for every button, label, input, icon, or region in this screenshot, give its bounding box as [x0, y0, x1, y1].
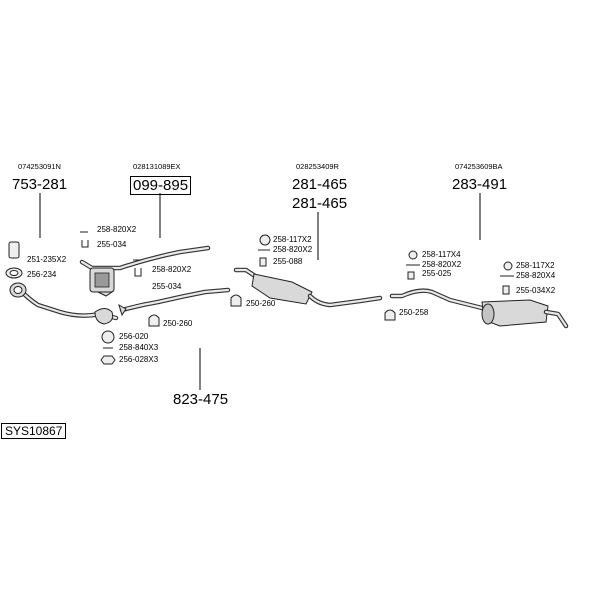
fitting-label[interactable]: 258-117X4: [422, 250, 461, 259]
fitting-label[interactable]: 255-088: [273, 257, 303, 266]
fitting-label[interactable]: 251-235X2: [27, 255, 67, 264]
fitting-label[interactable]: 258-820X2: [97, 225, 137, 234]
gasket-icon: [8, 241, 20, 259]
fitting-label[interactable]: 250-260: [246, 299, 276, 308]
nut-icon: [100, 355, 116, 365]
catalyst-drawing: [79, 245, 211, 297]
gasket-icon: [101, 330, 115, 344]
fitting-label[interactable]: 250-258: [399, 308, 429, 317]
oem-number-front: 074253091N: [18, 162, 61, 171]
gasket-icon: [408, 250, 418, 260]
part-rear-silencer[interactable]: 283-491: [452, 176, 508, 193]
hanger-icon: [384, 309, 396, 321]
fitting-label[interactable]: 256-020: [119, 332, 149, 341]
fitting-label[interactable]: 255-034X2: [516, 286, 556, 295]
fitting-label[interactable]: 258-820X2: [422, 260, 462, 269]
clamp-icon: [133, 259, 142, 277]
part-front-pipe[interactable]: 753-281: [12, 176, 68, 193]
oem-number-mid1: 028131089EX: [133, 162, 181, 171]
fitting-label[interactable]: 258-820X4: [516, 271, 556, 280]
fitting-label[interactable]: 255-025: [422, 269, 452, 278]
hanger-icon: [230, 294, 242, 307]
center-silencer-drawing: [233, 267, 383, 308]
rear-silencer-drawing: [389, 288, 569, 329]
fitting-label[interactable]: 258-840X3: [119, 343, 159, 352]
front-pipe-drawing: [9, 282, 119, 325]
part-intermediate-pipe[interactable]: 823-475: [173, 391, 229, 408]
part-catalyst[interactable]: 099-895: [130, 176, 192, 195]
system-code: SYS10867: [1, 423, 67, 439]
clamp-icon: [407, 271, 415, 280]
gasket-icon: [259, 234, 271, 246]
intermediate-pipe-drawing: [118, 287, 231, 317]
clamp-icon: [259, 257, 267, 267]
fitting-label[interactable]: 258-820X2: [152, 265, 192, 274]
part-center-silencer-b[interactable]: 281-465: [292, 195, 348, 212]
fitting-label[interactable]: 255-034: [97, 240, 127, 249]
fitting-label[interactable]: 256-028X3: [119, 355, 159, 364]
part-center-silencer-a[interactable]: 281-465: [292, 176, 348, 193]
oem-number-mid2: 028253409R: [296, 162, 339, 171]
oem-number-rear: 074253609BA: [455, 162, 503, 171]
hanger-icon: [148, 314, 160, 327]
fitting-glyphs: [5, 231, 514, 365]
clamp-icon: [80, 231, 89, 248]
fitting-label[interactable]: 255-034: [152, 282, 182, 291]
fitting-label[interactable]: 258-117X2: [273, 235, 312, 244]
fitting-label[interactable]: 250-260: [163, 319, 193, 328]
fitting-label[interactable]: 258-820X2: [273, 245, 313, 254]
fitting-label[interactable]: 258-117X2: [516, 261, 555, 270]
fitting-label[interactable]: 256-234: [27, 270, 57, 279]
gasket-icon: [503, 261, 513, 271]
clamp-icon: [502, 285, 510, 295]
